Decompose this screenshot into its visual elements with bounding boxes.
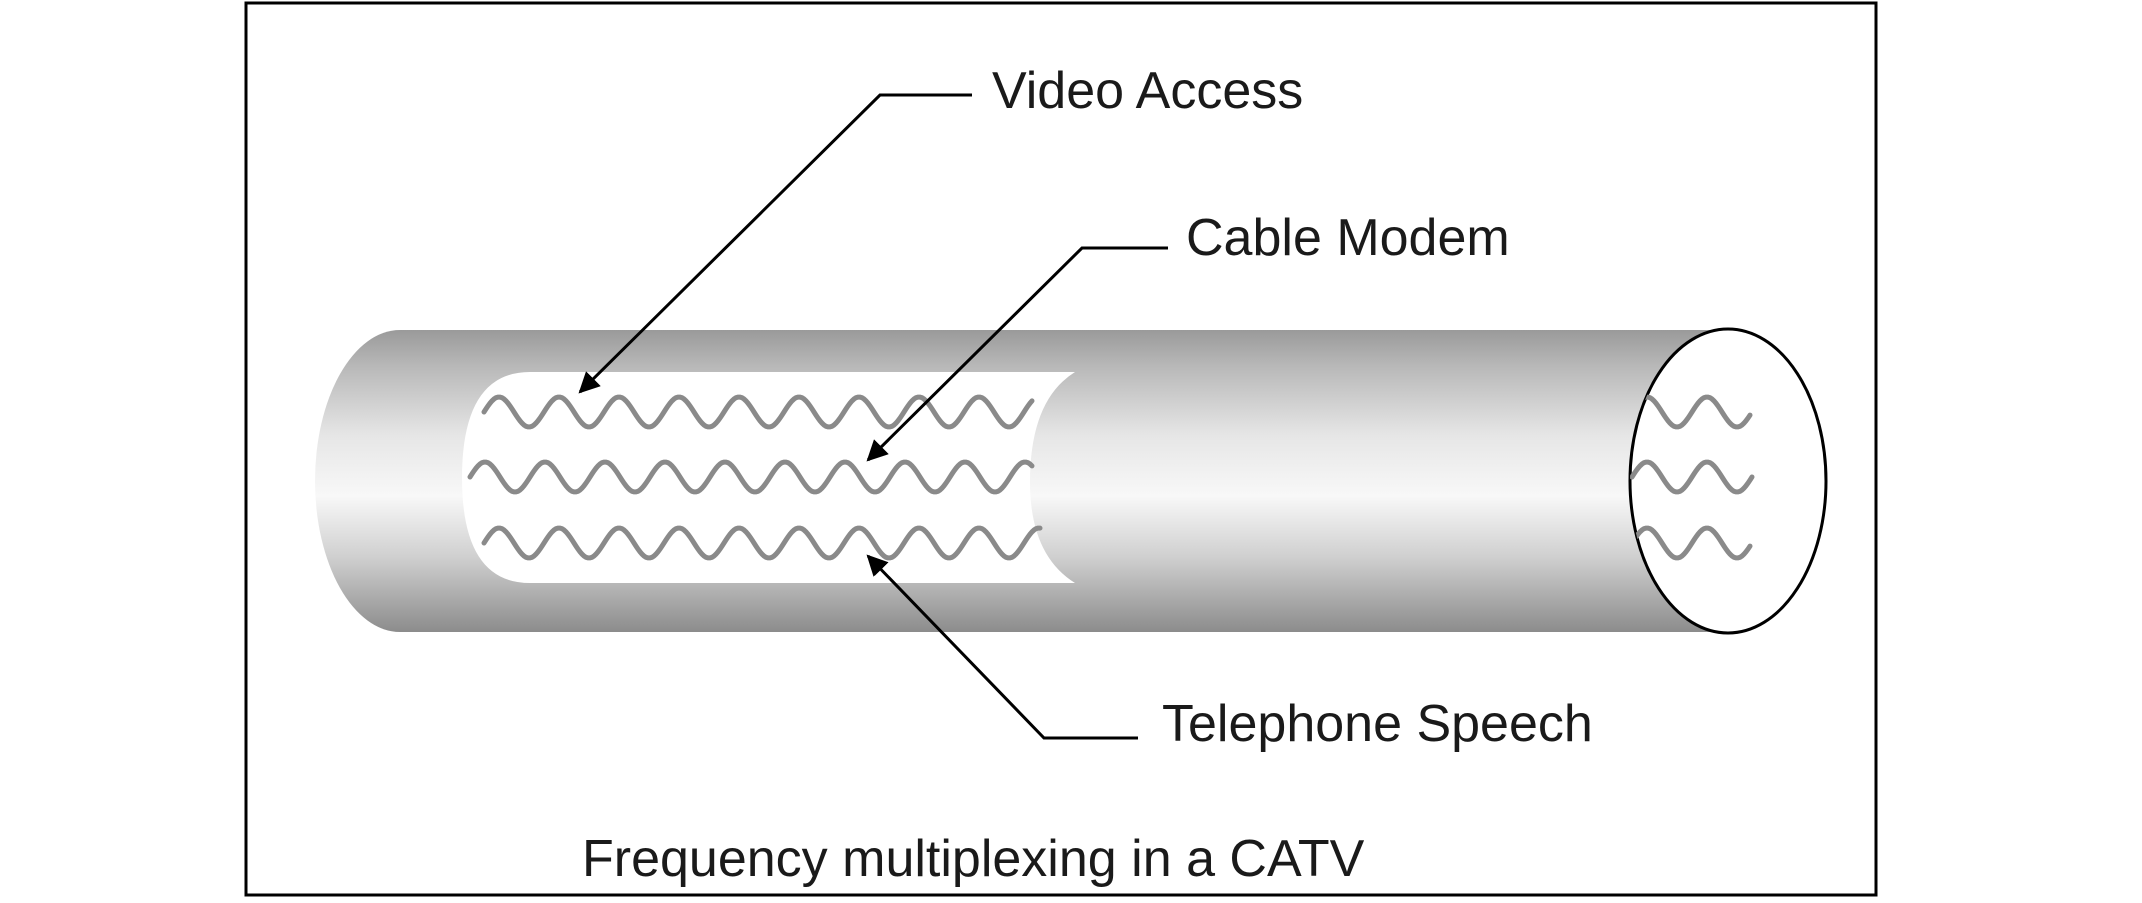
end-telephone-wave <box>1630 525 1753 561</box>
signal-waves <box>467 394 1755 561</box>
figure-caption: Frequency multiplexing in a CATV <box>582 830 1365 888</box>
telephone-wave <box>481 525 1043 561</box>
figure-frame <box>244 1 1878 897</box>
video-wave <box>481 394 1035 430</box>
end-video-wave <box>1630 394 1753 430</box>
telephone-speech-leader <box>866 554 1138 740</box>
video-access-leader <box>578 93 972 394</box>
cable-modem-leader <box>866 246 1168 462</box>
cable-end-face <box>1628 327 1828 635</box>
coax-cable <box>315 327 1828 635</box>
modem-wave <box>467 459 1035 495</box>
cable-modem-label: Cable Modem <box>1186 209 1510 267</box>
end-modem-wave <box>1630 459 1755 495</box>
leader-lines <box>578 93 1168 740</box>
video-access-label: Video Access <box>992 62 1303 120</box>
telephone-speech-label: Telephone Speech <box>1162 695 1593 753</box>
